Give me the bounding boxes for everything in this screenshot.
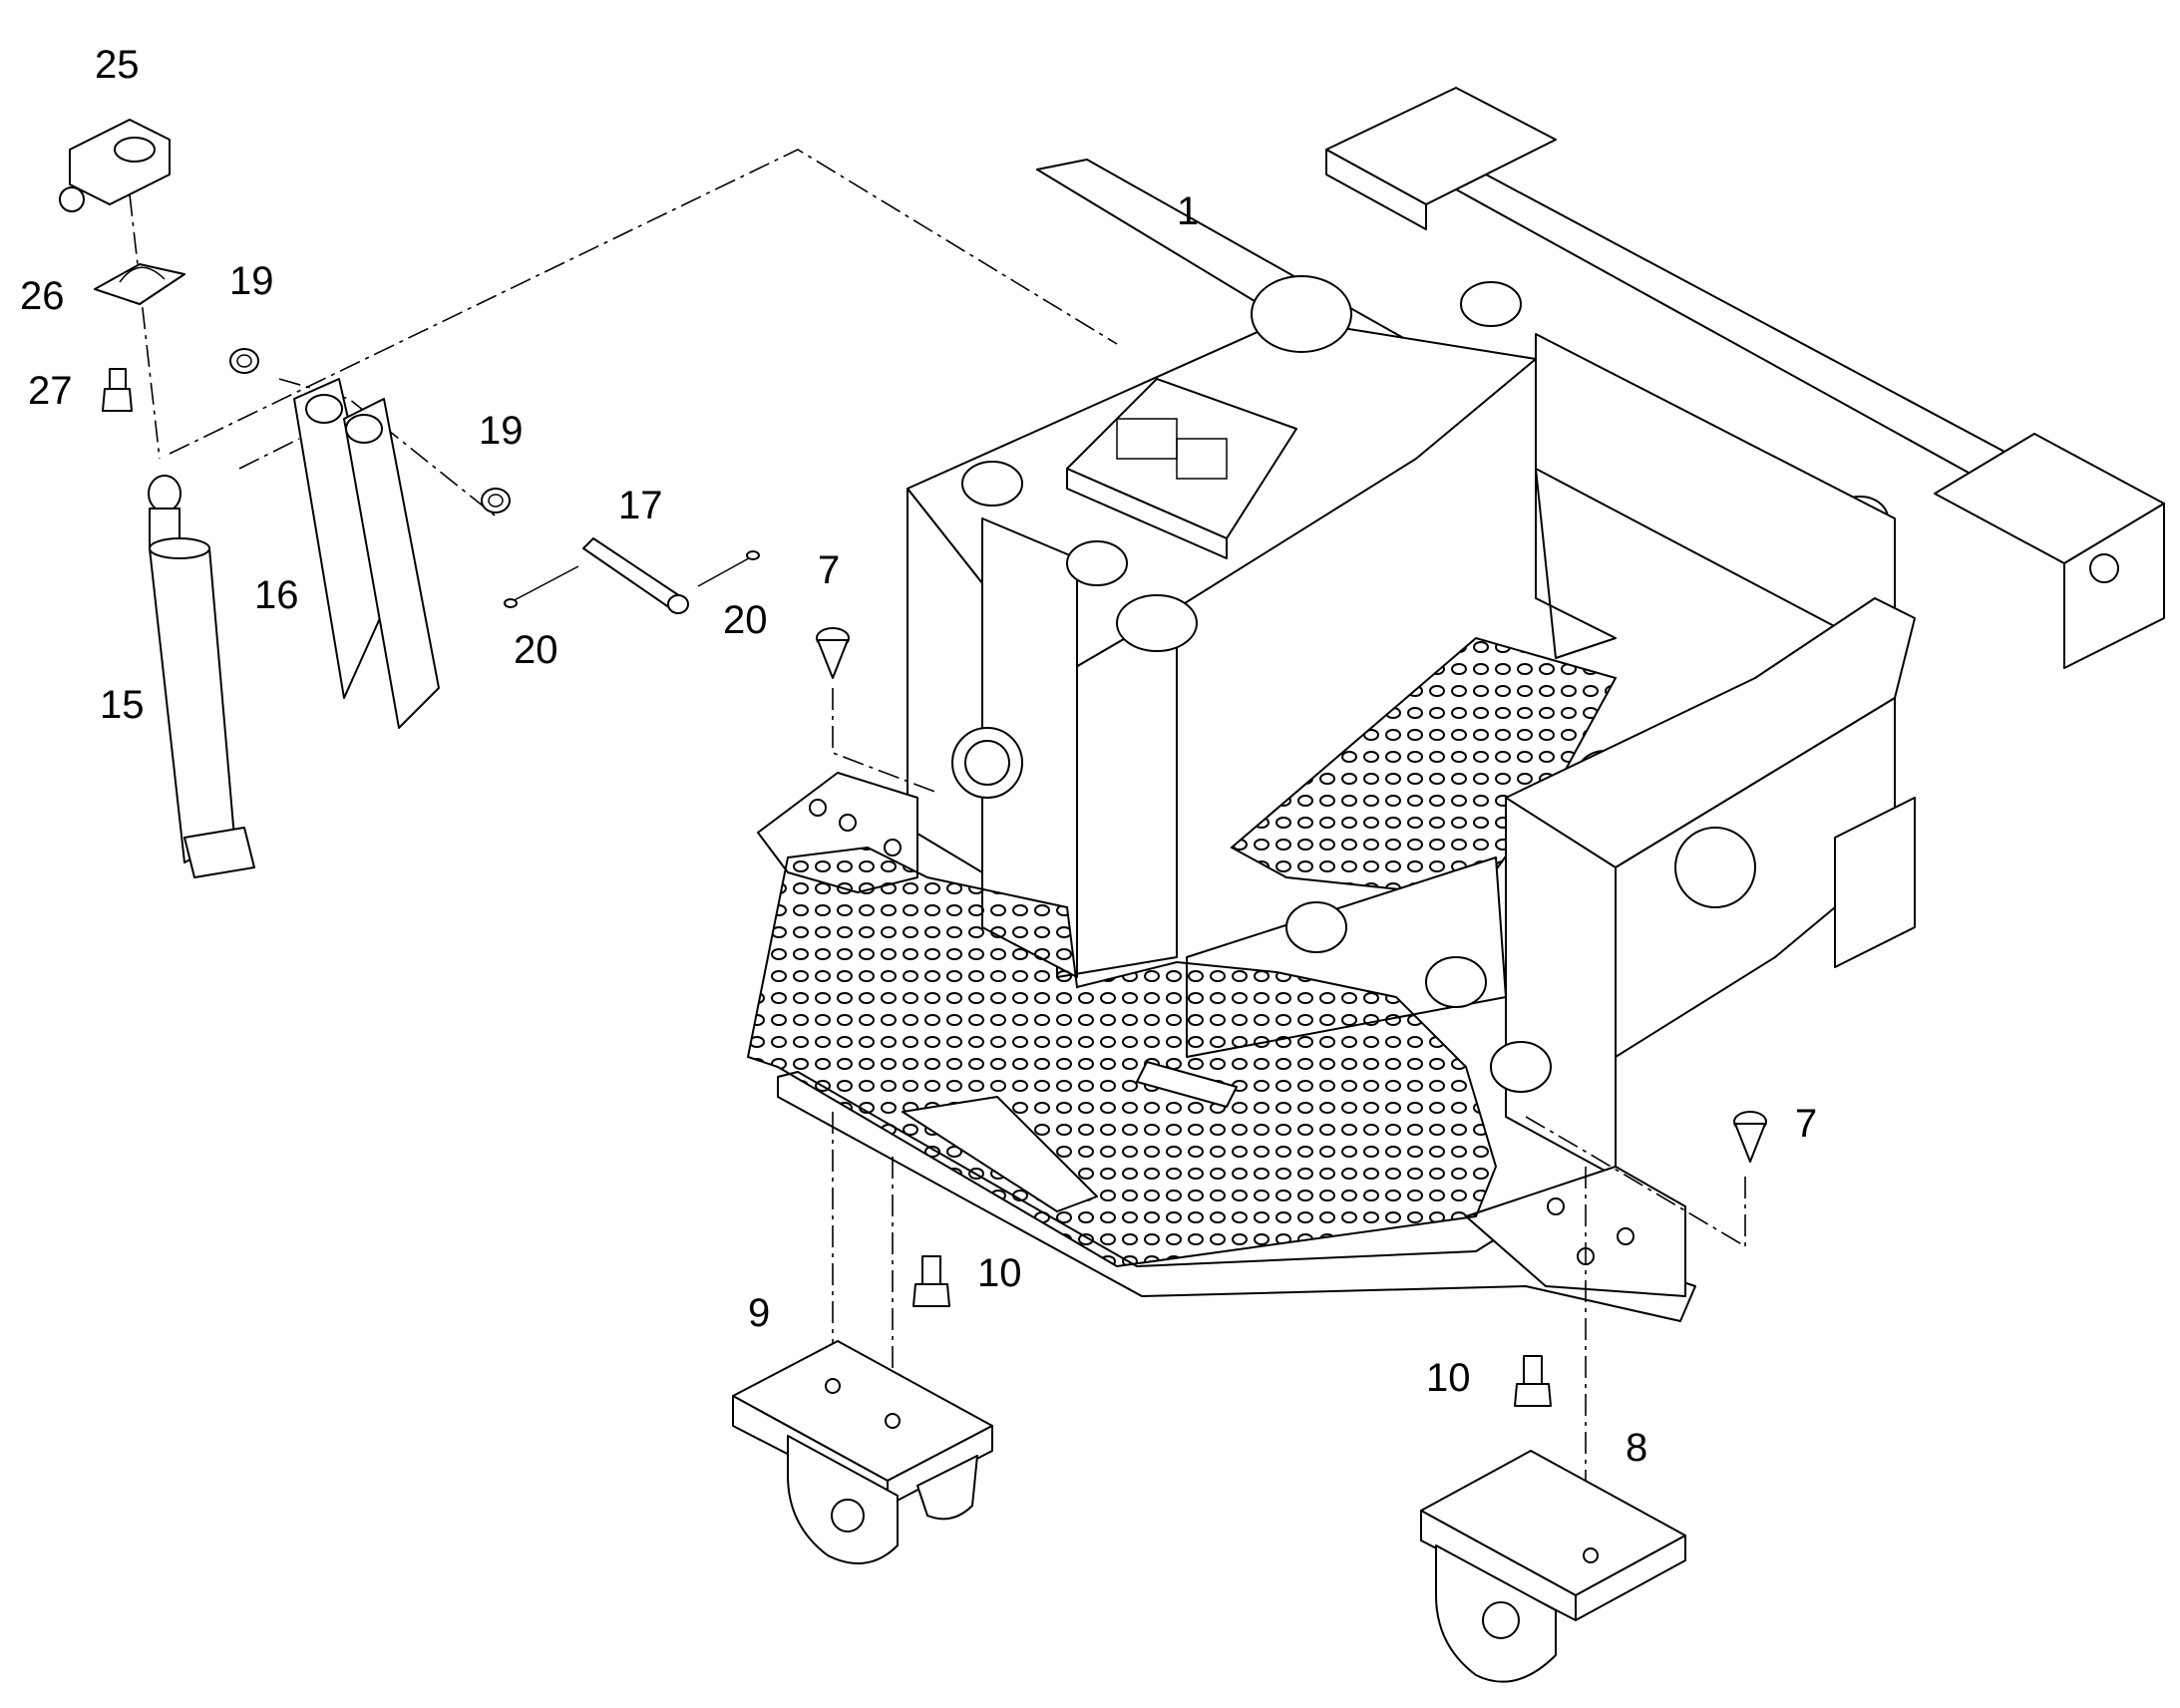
- bolt-27: [102, 368, 133, 412]
- callout-8: 8: [1626, 1426, 1647, 1470]
- callout-10-left: 10: [977, 1251, 1022, 1295]
- callout-25: 25: [95, 43, 140, 87]
- explode-lines: [129, 149, 1746, 1555]
- washer-upper: [229, 348, 259, 374]
- cotter-pin-left: [504, 565, 579, 608]
- callout-20-right: 20: [723, 598, 768, 642]
- foot-8: [1420, 1450, 1686, 1683]
- top-bracket: [59, 119, 171, 212]
- main-frame: [907, 87, 2165, 1178]
- callout-10-right: 10: [1426, 1356, 1471, 1400]
- callout-7-left: 7: [818, 548, 840, 592]
- lever-arms: [293, 378, 440, 729]
- callout-17: 17: [618, 484, 663, 527]
- bolt-10-left: [912, 1255, 950, 1307]
- callout-16: 16: [254, 573, 299, 617]
- bolt-10-right: [1514, 1355, 1552, 1407]
- plug-right: [1733, 1111, 1767, 1163]
- floor-plate: [746, 772, 1696, 1322]
- callout-9: 9: [748, 1291, 770, 1335]
- callout-19-upper: 19: [229, 259, 274, 303]
- callout-19-lower: 19: [479, 409, 524, 453]
- plug-left: [816, 627, 850, 679]
- callout-20-left: 20: [514, 628, 558, 672]
- cotter-pin-right: [697, 550, 760, 587]
- foot-9: [732, 1340, 993, 1564]
- callout-1: 1: [1177, 189, 1199, 233]
- callout-27: 27: [28, 369, 73, 413]
- washer-lower: [481, 488, 511, 513]
- retaining-clip: [94, 263, 185, 305]
- hydraulic-cylinder: [148, 475, 255, 878]
- callout-26: 26: [20, 274, 65, 318]
- callout-7-right: 7: [1795, 1102, 1817, 1146]
- callout-15: 15: [100, 683, 145, 727]
- pin-17: [582, 537, 689, 614]
